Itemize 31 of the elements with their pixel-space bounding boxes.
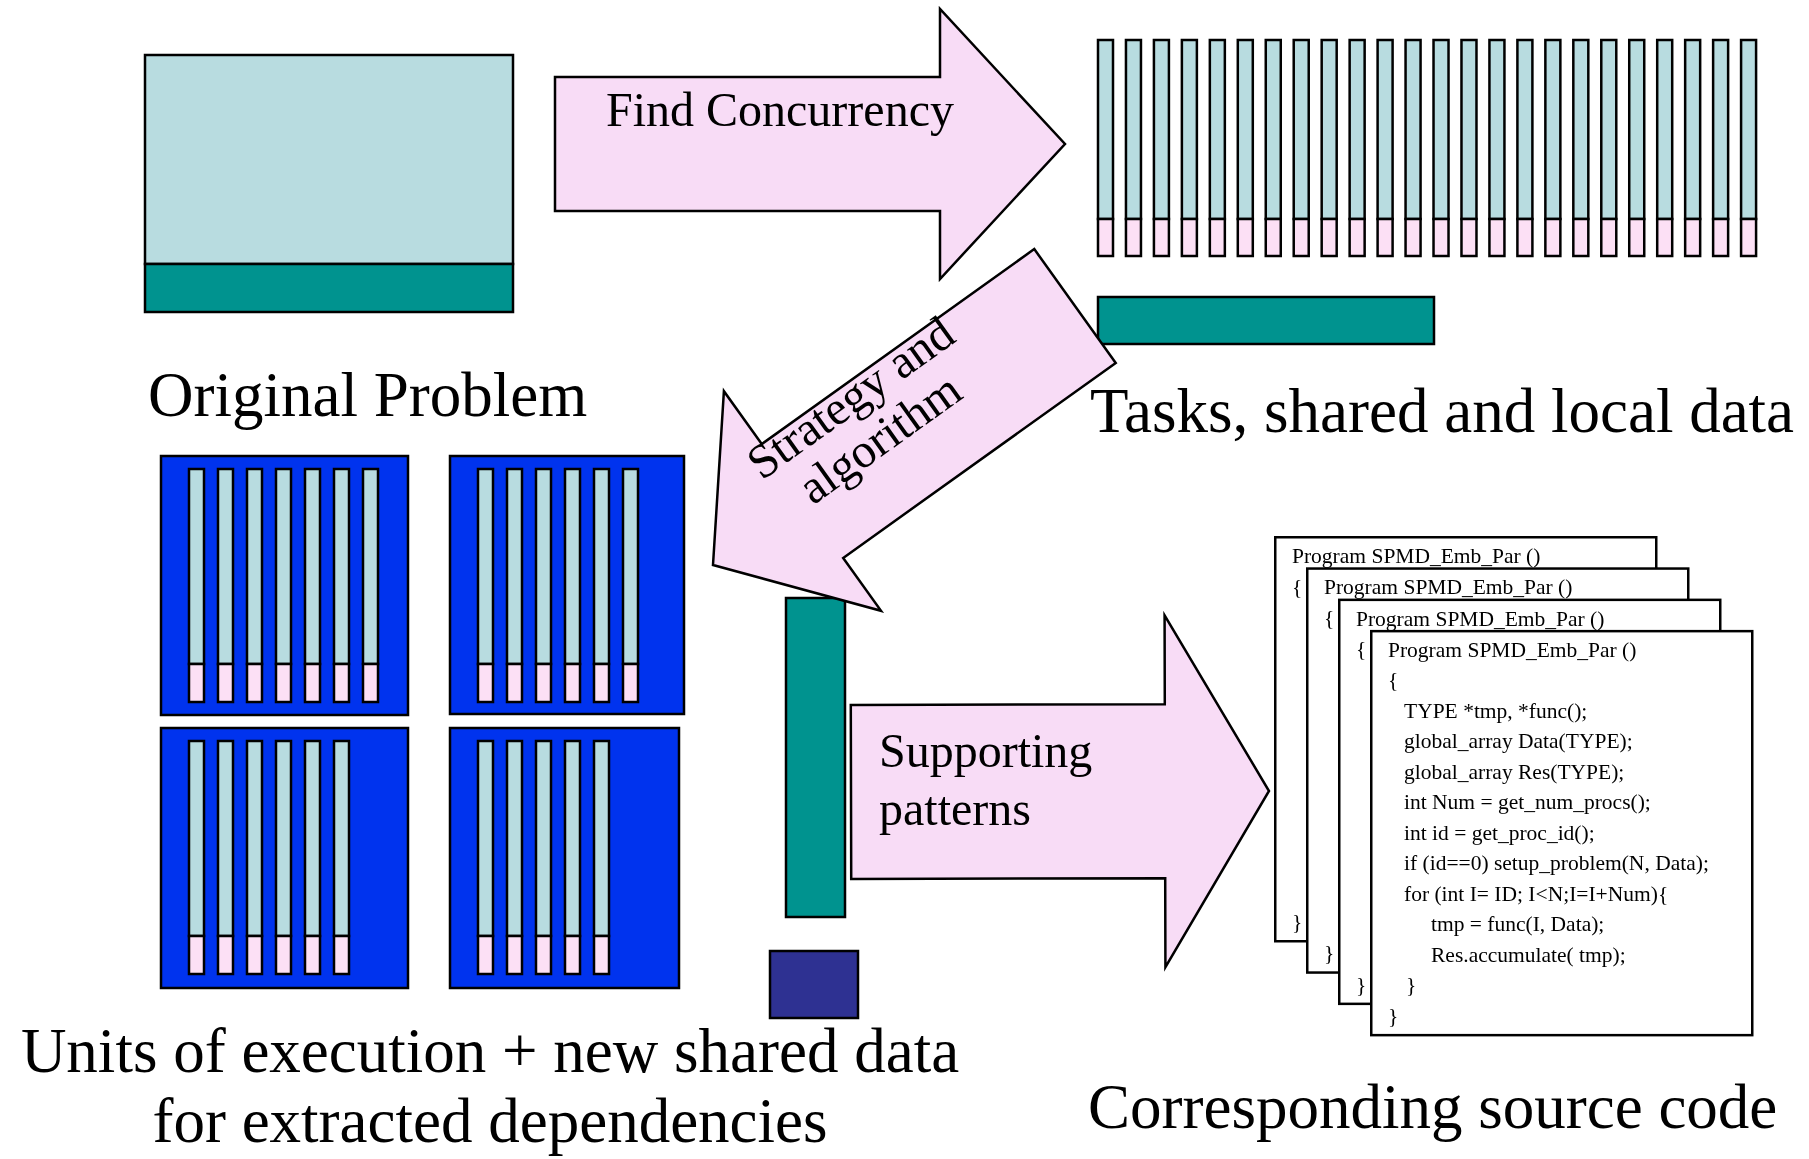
code-line: tmp = func(I, Data); <box>1431 911 1605 939</box>
code-line: global_array Data(TYPE); <box>1404 728 1633 756</box>
block-arrow <box>849 610 1271 972</box>
code-line: } <box>1388 1002 1399 1030</box>
code-line: Res.accumulate( tmp); <box>1431 941 1626 969</box>
code-line: int id = get_proc_id(); <box>1404 819 1595 847</box>
edge-label: Find Concurrency <box>606 82 955 138</box>
code-line: Program SPMD_Emb_Par () <box>1356 605 1605 633</box>
code-line: int Num = get_num_procs(); <box>1404 789 1651 817</box>
block-arrow <box>553 5 1067 283</box>
code-line: { <box>1388 667 1399 695</box>
code-line: { <box>1292 573 1303 601</box>
node-label: Units of execution + new shared data for extracted dependencies <box>19 1016 961 1156</box>
code-line: for (int I= ID; I<N;I=I+Num){ <box>1404 880 1669 908</box>
node-label: Tasks, shared and local data <box>1090 376 1796 446</box>
code-line: Program SPMD_Emb_Par () <box>1292 543 1541 570</box>
code-line: } <box>1324 940 1335 968</box>
code-line: { <box>1324 604 1335 632</box>
code-line: } <box>1356 971 1367 999</box>
node-label: Corresponding source code <box>1088 1072 1778 1142</box>
code-line: { <box>1356 636 1367 664</box>
node-label: Original Problem <box>148 360 589 430</box>
code-line: TYPE *tmp, *func(); <box>1404 697 1588 725</box>
edge-label: Supporting patterns <box>879 723 1094 837</box>
code-line: Program SPMD_Emb_Par () <box>1324 574 1573 602</box>
code-line: global_array Res(TYPE); <box>1404 758 1625 786</box>
code-line: Program SPMD_Emb_Par () <box>1388 636 1637 664</box>
block-arrow <box>711 247 1118 613</box>
code-line: } <box>1406 972 1417 1000</box>
code-line: if (id==0) setup_problem(N, Data); <box>1404 850 1709 878</box>
code-line: } <box>1292 909 1303 936</box>
